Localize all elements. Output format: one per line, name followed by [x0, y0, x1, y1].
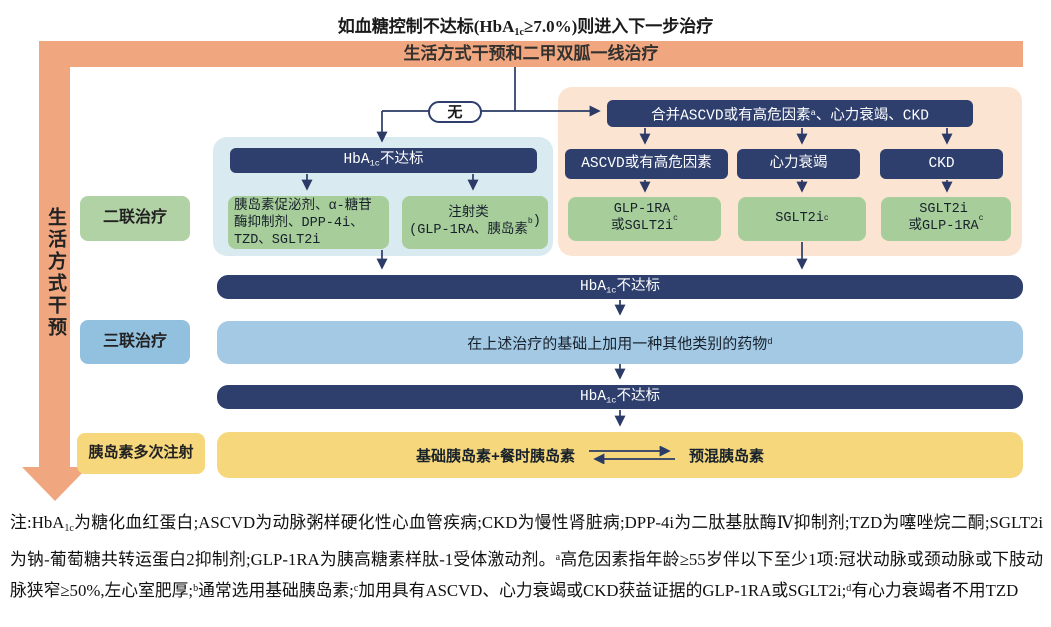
basal-bolus-insulin-label: 基础胰岛素+餐时胰岛素: [415, 448, 575, 466]
oral-options-box: 胰岛素促泌剂、α-糖苷酶抑制剂、DPP-4i、TZD、SGLT2i: [228, 196, 389, 249]
triple-therapy-bar: 在上述治疗的基础上加用一种其他类别的药物d: [217, 321, 1023, 364]
insulin-injection-bar: 基础胰岛素+餐时胰岛素 预混胰岛素: [217, 432, 1023, 478]
bidirectional-arrow-icon: [589, 446, 675, 464]
condition-box-ascvd: ASCVD或有高危因素: [565, 149, 728, 179]
flow-title: 如血糖控制不达标(HbA1c≥7.0%)则进入下一步治疗: [337, 17, 714, 39]
stage-label-dual-therapy: 二联治疗: [80, 196, 190, 241]
comorbidity-header-box: 合并ASCVD或有高危因素a、心力衰竭、CKD: [607, 100, 973, 127]
stage-label-insulin-injections: 胰岛素多次注射: [77, 433, 205, 474]
footnote-text: 注:HbA1c为糖化血红蛋白;ASCVD为动脉粥样硬化性心血管疾病;CKD为慢性…: [10, 513, 1043, 601]
hba1c-bar-1: HbA1c不达标: [217, 275, 1023, 299]
lifestyle-arrow-shaft: [39, 41, 70, 469]
condition-box-heart-failure: 心力衰竭: [737, 149, 860, 179]
condition-box-ckd: CKD: [880, 149, 1003, 179]
hba1c-bar-2: HbA1c不达标: [217, 385, 1023, 409]
stage-label-triple-therapy: 三联治疗: [80, 320, 190, 364]
no-comorbidity-pill: 无: [428, 101, 482, 123]
hba1c-not-at-goal-box: HbA1c不达标: [230, 148, 537, 173]
lifestyle-arrow-label: 生活方式干预: [45, 207, 66, 339]
premixed-insulin-label: 预混胰岛素: [689, 448, 765, 466]
lifestyle-arrow-head-icon: [22, 467, 88, 501]
first-line-treatment-bar: 生活方式干预和二甲双胍一线治疗: [39, 41, 1023, 67]
